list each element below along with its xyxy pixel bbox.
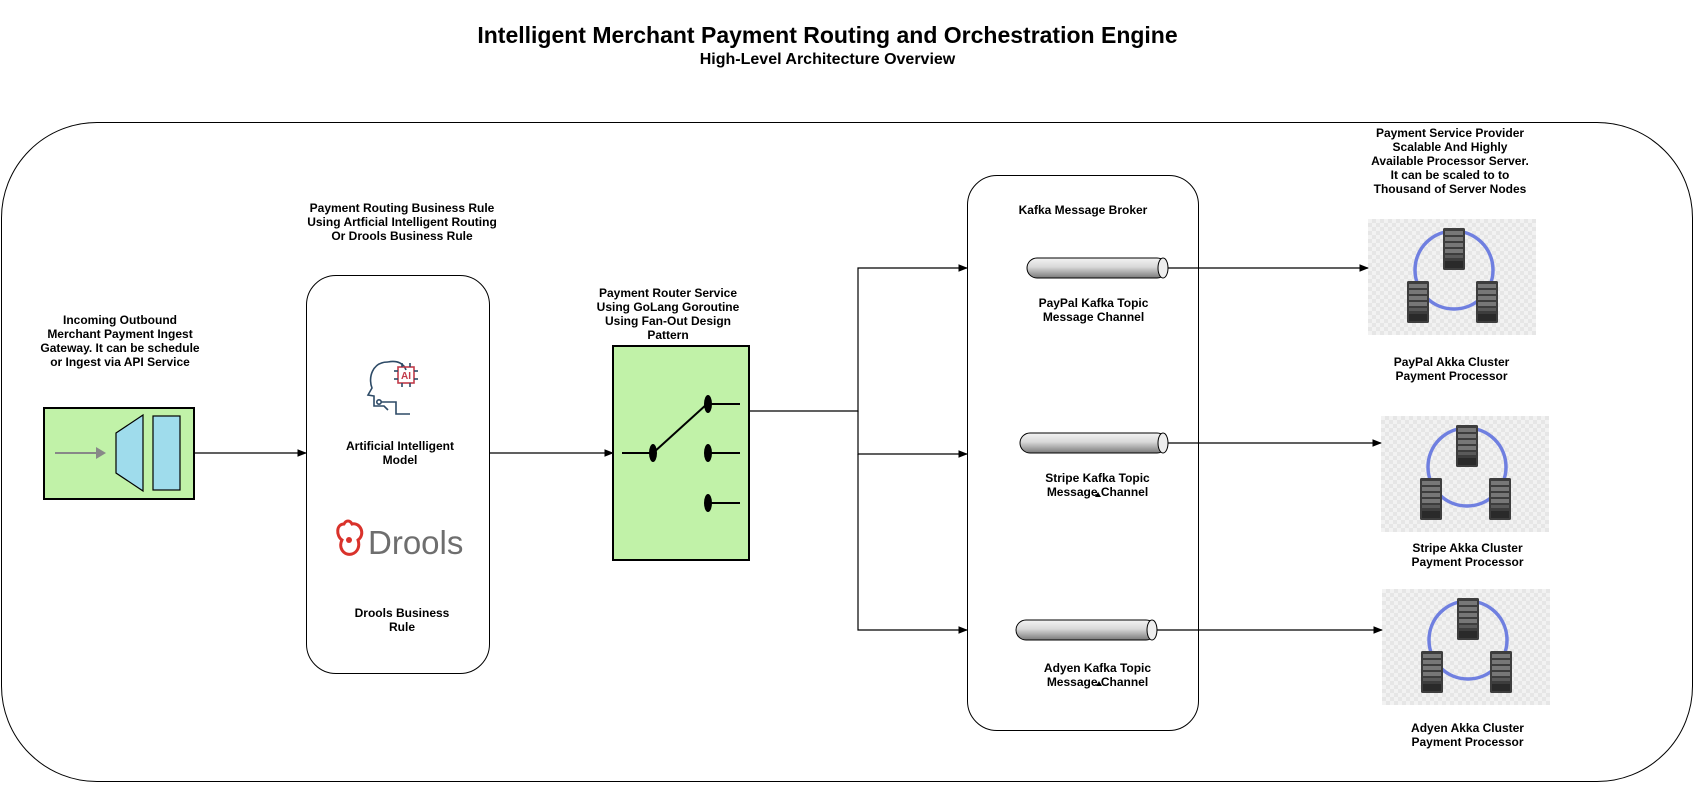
fan-out-connectors [749,264,968,634]
diagram-subtitle: High-Level Architecture Overview [699,51,956,68]
adyen-cluster-label: Adyen Akka Cluster Payment Processor [1411,721,1524,749]
ai-head-icon: AI [366,360,418,415]
adyen-topic-label: Adyen Kafka Topic Message Channel [1043,661,1152,689]
drools-logo-text: Drools [368,524,463,561]
rules-panel-header: Payment Routing Business Rule Using Artf… [307,201,497,243]
drools-logo: Drools [336,519,463,561]
system-boundary [1,122,1693,782]
psp-header: Payment Service Provider Scalable And Hi… [1371,126,1529,196]
arrow-icon [96,447,106,459]
router-label: Payment Router Service Using GoLang Goro… [596,286,740,342]
svg-text:AI: AI [401,371,411,382]
kafka-broker-label: Kafka Message Broker [1018,203,1148,217]
switch-icon [622,395,740,512]
gateway-label: Incoming Outbound Merchant Payment Inges… [40,313,200,369]
adyen-server-cluster-icon [1421,598,1512,693]
stripe-server-cluster-icon [1420,425,1511,520]
paypal-server-cluster-icon [1407,228,1498,323]
stripe-topic-label: Stripe Kafka Topic Message Channel [1045,471,1150,499]
stripe-cluster-label: Stripe Akka Cluster Payment Processor [1411,541,1524,569]
diagram-title: Intelligent Merchant Payment Routing and… [477,22,1178,48]
paypal-cluster-label: PayPal Akka Cluster Payment Processor [1393,355,1510,383]
ai-model-label: Artificial Intelligent Model [345,439,454,467]
gateway-funnel-icon [115,413,144,493]
drools-rule-label: Drools Business Rule [354,606,450,634]
kafka-topic-paypal[interactable] [1026,257,1169,279]
kafka-topic-stripe[interactable] [1019,432,1169,454]
payment-router-node[interactable] [612,345,750,561]
kafka-topic-adyen[interactable] [1015,619,1158,641]
adyen-cluster-box[interactable] [1382,589,1550,705]
ingest-gateway-node[interactable] [43,407,195,500]
rules-panel [306,275,490,674]
paypal-topic-label: PayPal Kafka Topic Message Channel [1038,296,1149,324]
